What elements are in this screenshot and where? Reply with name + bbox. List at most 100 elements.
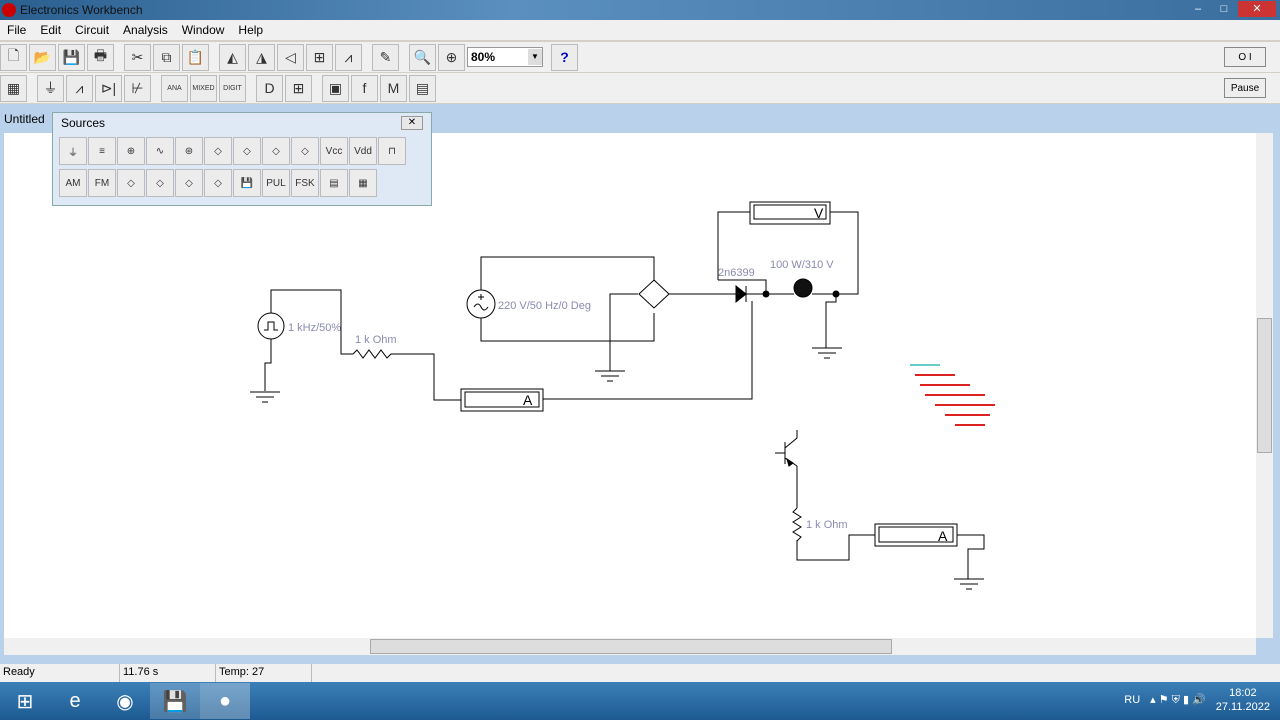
lamp[interactable] (793, 278, 813, 298)
mixed-ic-bin-button[interactable]: MIXED (190, 74, 217, 102)
cut-button[interactable]: ✂ (124, 43, 151, 71)
source-button[interactable]: ◇ (204, 137, 232, 165)
ammeter2[interactable] (874, 523, 958, 547)
miscellaneous-bin-button[interactable]: M (380, 74, 407, 102)
source-button[interactable]: Vdd (349, 137, 377, 165)
source-button[interactable]: FSK (291, 169, 319, 197)
save-button[interactable]: 💾 (58, 43, 85, 71)
source-button[interactable]: ⏚ (59, 137, 87, 165)
flip-vertical-button[interactable]: ◁ (277, 43, 304, 71)
source-button[interactable]: ▦ (349, 169, 377, 197)
maximize-button[interactable]: □ (1220, 3, 1228, 15)
source-button[interactable]: Vcc (320, 137, 348, 165)
start-button[interactable]: ⊞ (16, 690, 34, 713)
power-switch[interactable]: O I (1224, 47, 1266, 67)
analog-ic-bin-button[interactable]: ANA (161, 74, 188, 102)
thyristor-label: 2n6399 (718, 267, 755, 279)
graph-button[interactable]: ⩘ (335, 43, 362, 71)
close-icon[interactable]: ✕ (401, 116, 423, 130)
pulse-source[interactable] (257, 312, 285, 340)
zoom-select[interactable]: 80%▼ (467, 47, 543, 67)
source-button[interactable]: ◇ (291, 137, 319, 165)
basic-bin-button[interactable]: ⩘ (66, 74, 93, 102)
source-button[interactable]: PUL (262, 169, 290, 197)
source-button[interactable]: ◇ (204, 169, 232, 197)
open-button[interactable]: 📂 (29, 43, 56, 71)
scroll-thumb[interactable] (1257, 318, 1272, 453)
paste-button[interactable]: 📋 (182, 43, 209, 71)
horizontal-scrollbar[interactable] (4, 638, 1256, 655)
source-button[interactable]: FM (88, 169, 116, 197)
source-button[interactable]: ▤ (320, 169, 348, 197)
close-button[interactable]: ✕ (1238, 1, 1276, 17)
workbench-app-icon[interactable]: ● (200, 683, 250, 719)
menu-circuit[interactable]: Circuit (75, 23, 110, 37)
ac-source[interactable] (466, 289, 496, 319)
pause-button[interactable]: Pause (1224, 78, 1266, 98)
voltmeter[interactable] (749, 201, 831, 225)
source-button[interactable]: ◇ (233, 137, 261, 165)
floppy-app-icon[interactable]: 💾 (150, 683, 200, 719)
source-button[interactable]: ∿ (146, 137, 174, 165)
resistor[interactable] (792, 507, 802, 542)
resistor[interactable] (352, 349, 405, 359)
digital-ic-bin-button[interactable]: DIGIT (219, 74, 246, 102)
ground-icon (595, 370, 625, 382)
source-button[interactable]: ⊛ (175, 137, 203, 165)
rotate-button[interactable]: ◭ (219, 43, 246, 71)
language-indicator[interactable]: RU (1124, 694, 1141, 706)
source-button[interactable]: 💾 (233, 169, 261, 197)
flip-horizontal-button[interactable]: ◮ (248, 43, 275, 71)
source-button[interactable]: ◇ (146, 169, 174, 197)
zoom-in-button[interactable]: ⊕ (438, 43, 465, 71)
dragging-component[interactable] (910, 364, 995, 426)
ie-icon[interactable]: e (69, 689, 81, 712)
thyristor[interactable] (735, 284, 747, 304)
source-button[interactable]: ≡ (88, 137, 116, 165)
print-button[interactable]: 🖶 (87, 43, 114, 71)
controls-bin-button[interactable]: f (351, 74, 378, 102)
status-state: Ready (0, 664, 120, 682)
tray-icons[interactable]: ▴ ⚑ ⛨ ▮ 🔊 (1150, 694, 1206, 706)
copy-button[interactable]: ⧉ (153, 43, 180, 71)
circuit-canvas[interactable]: 1 kHz/50% 1 k Ohm A 220 V/50 Hz/0 Deg 2n… (4, 133, 1256, 638)
digital-bin-button[interactable]: ⊞ (285, 74, 312, 102)
chevron-down-icon[interactable]: ▼ (528, 49, 542, 65)
indicators-bin-button[interactable]: ▣ (322, 74, 349, 102)
transistors-bin-button[interactable]: ⊬ (124, 74, 151, 102)
ground-icon (250, 391, 280, 403)
resistor1-label: 1 k Ohm (355, 334, 397, 346)
wire (796, 466, 985, 579)
help-button[interactable]: ? (551, 43, 578, 71)
new-button[interactable]: 🗋 (0, 43, 27, 71)
logic-gates-bin-button[interactable]: D (256, 74, 283, 102)
bridge-rectifier[interactable] (638, 279, 670, 309)
menu-file[interactable]: File (7, 23, 27, 37)
ammeter1[interactable] (460, 388, 544, 412)
source-button[interactable]: ◇ (117, 169, 145, 197)
source-button[interactable]: ⊓ (378, 137, 406, 165)
component-properties-button[interactable]: ✎ (372, 43, 399, 71)
source-button[interactable]: ◇ (262, 137, 290, 165)
source-button[interactable]: AM (59, 169, 87, 197)
sources-bin-button[interactable]: ⏚ (37, 74, 64, 102)
parts-bin-bin-button[interactable]: ▦ (0, 74, 27, 102)
menu-edit[interactable]: Edit (40, 23, 62, 37)
diodes-bin-button[interactable]: ⊳| (95, 74, 122, 102)
subcircuit-button[interactable]: ⊞ (306, 43, 333, 71)
instruments-bin-button[interactable]: ▤ (409, 74, 436, 102)
source-button[interactable]: ◇ (175, 169, 203, 197)
transistor[interactable] (775, 430, 798, 467)
menu-window[interactable]: Window (181, 23, 225, 37)
minimize-button[interactable]: – (1194, 3, 1202, 15)
menu-help[interactable]: Help (238, 23, 264, 37)
vertical-scrollbar[interactable] (1256, 133, 1273, 638)
zoom-out-button[interactable]: 🔍 (409, 43, 436, 71)
clock-date: 27.11.2022 (1215, 701, 1270, 713)
scroll-thumb[interactable] (370, 639, 892, 654)
chrome-icon[interactable]: ◉ (116, 690, 134, 713)
source-button[interactable]: ⊕ (117, 137, 145, 165)
document-tab[interactable]: Untitled (4, 112, 45, 126)
menu-analysis[interactable]: Analysis (123, 23, 168, 37)
